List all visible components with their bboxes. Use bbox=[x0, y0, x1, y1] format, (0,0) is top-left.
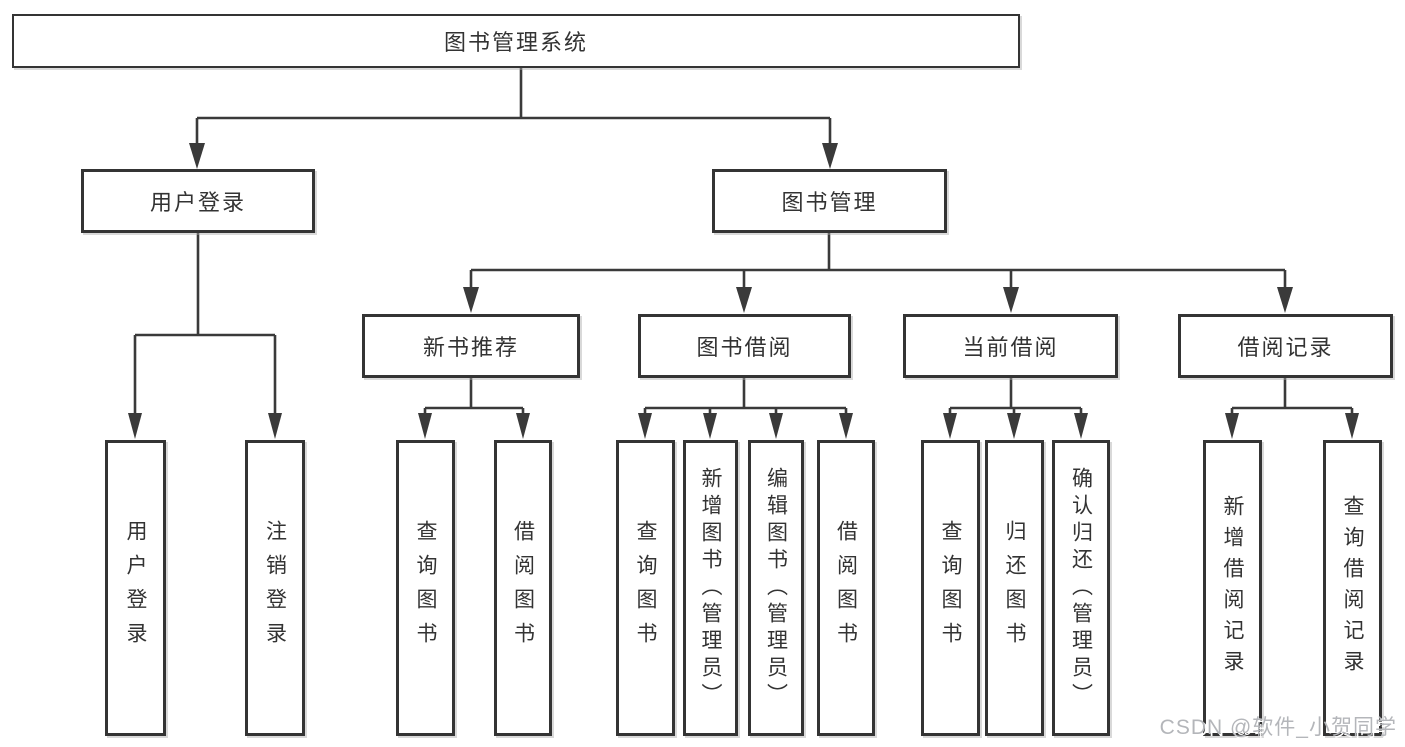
arrow-leaf-1 bbox=[128, 413, 142, 439]
arrow-to-current-borrow bbox=[1003, 287, 1019, 313]
node-user-login: 用户登录 bbox=[81, 169, 315, 233]
leaf-add-borrow-record: 新增借阅记录 bbox=[1203, 440, 1262, 736]
leaf-add-book-admin-label: 新增图书（管理员） bbox=[699, 466, 722, 710]
connector-book-borrow-rail bbox=[643, 377, 848, 414]
leaf-query-books-borrow: 查询图书 bbox=[616, 440, 675, 736]
connector-borrow-record-rail bbox=[1230, 377, 1354, 414]
connector-new-book-rail bbox=[423, 377, 525, 414]
node-book-management: 图书管理 bbox=[712, 169, 947, 233]
leaf-borrow-books-label: 借阅图书 bbox=[834, 520, 858, 656]
node-book-borrow-label: 图书借阅 bbox=[696, 335, 793, 360]
leaf-confirm-return-admin: 确认归还（管理员） bbox=[1052, 440, 1110, 736]
arrow-leaf-4 bbox=[516, 413, 530, 439]
connector-user-login-rail bbox=[133, 232, 277, 414]
leaf-borrow-books: 借阅图书 bbox=[817, 440, 875, 736]
node-new-book-recommend: 新书推荐 bbox=[362, 314, 580, 378]
arrow-leaf-3 bbox=[418, 413, 432, 439]
leaf-borrow-books-recommend-label: 借阅图书 bbox=[511, 520, 535, 656]
leaf-query-books-recommend-label: 查询图书 bbox=[414, 520, 437, 656]
leaf-return-books: 归还图书 bbox=[985, 440, 1044, 736]
node-borrow-records-label: 借阅记录 bbox=[1237, 335, 1334, 360]
arrow-leaf-6 bbox=[703, 413, 717, 439]
arrow-to-book-borrow bbox=[736, 287, 752, 313]
leaf-add-borrow-record-label: 新增借阅记录 bbox=[1221, 495, 1244, 681]
connector-root-rail bbox=[195, 67, 832, 144]
arrow-leaf-5 bbox=[638, 413, 652, 439]
node-book-borrow: 图书借阅 bbox=[638, 314, 851, 378]
arrow-to-borrow-record bbox=[1277, 287, 1293, 313]
node-root-label: 图书管理系统 bbox=[443, 30, 588, 55]
leaf-query-borrow-record: 查询借阅记录 bbox=[1323, 440, 1382, 736]
leaf-query-books-current: 查询图书 bbox=[921, 440, 980, 736]
arrow-to-new-book bbox=[463, 287, 479, 313]
node-current-borrow: 当前借阅 bbox=[903, 314, 1118, 378]
connector-current-borrow-rail bbox=[948, 377, 1083, 414]
leaf-edit-book-admin-label: 编辑图书（管理员） bbox=[764, 466, 788, 710]
arrow-leaf-10 bbox=[1007, 413, 1021, 439]
leaf-query-books-recommend: 查询图书 bbox=[396, 440, 455, 736]
leaf-query-borrow-record-label: 查询借阅记录 bbox=[1341, 495, 1364, 681]
arrow-leaf-12 bbox=[1225, 413, 1239, 439]
leaf-borrow-books-recommend: 借阅图书 bbox=[494, 440, 552, 736]
leaf-logout-login: 注销登录 bbox=[245, 440, 305, 736]
node-user-login-label: 用户登录 bbox=[149, 190, 246, 215]
arrow-to-book-mgmt bbox=[822, 143, 838, 169]
connector-book-mgmt-rail bbox=[469, 232, 1287, 288]
arrow-leaf-11 bbox=[1074, 413, 1088, 439]
leaf-edit-book-admin: 编辑图书（管理员） bbox=[748, 440, 804, 736]
arrow-leaf-8 bbox=[839, 413, 853, 439]
leaf-confirm-return-admin-label: 确认归还（管理员） bbox=[1069, 466, 1093, 710]
arrow-leaf-7 bbox=[769, 413, 783, 439]
arrow-leaf-2 bbox=[268, 413, 282, 439]
leaf-user-login: 用户登录 bbox=[105, 440, 166, 736]
leaf-query-books-borrow-label: 查询图书 bbox=[634, 520, 657, 656]
node-new-book-recommend-label: 新书推荐 bbox=[422, 335, 519, 360]
arrow-to-user-login bbox=[189, 143, 205, 169]
arrow-leaf-13 bbox=[1345, 413, 1359, 439]
leaf-return-books-label: 归还图书 bbox=[1003, 520, 1026, 656]
node-borrow-records: 借阅记录 bbox=[1178, 314, 1393, 378]
node-book-management-label: 图书管理 bbox=[781, 190, 878, 215]
arrow-leaf-9 bbox=[943, 413, 957, 439]
leaf-add-book-admin: 新增图书（管理员） bbox=[683, 440, 738, 736]
leaf-user-login-label: 用户登录 bbox=[124, 520, 147, 656]
leaf-logout-login-label: 注销登录 bbox=[263, 520, 287, 656]
csdn-watermark: CSDN @软件_小贺同学 bbox=[1159, 716, 1397, 739]
node-root-system: 图书管理系统 bbox=[12, 14, 1020, 68]
node-current-borrow-label: 当前借阅 bbox=[962, 335, 1059, 360]
leaf-query-books-current-label: 查询图书 bbox=[939, 520, 962, 656]
arrowheads bbox=[128, 143, 1359, 439]
